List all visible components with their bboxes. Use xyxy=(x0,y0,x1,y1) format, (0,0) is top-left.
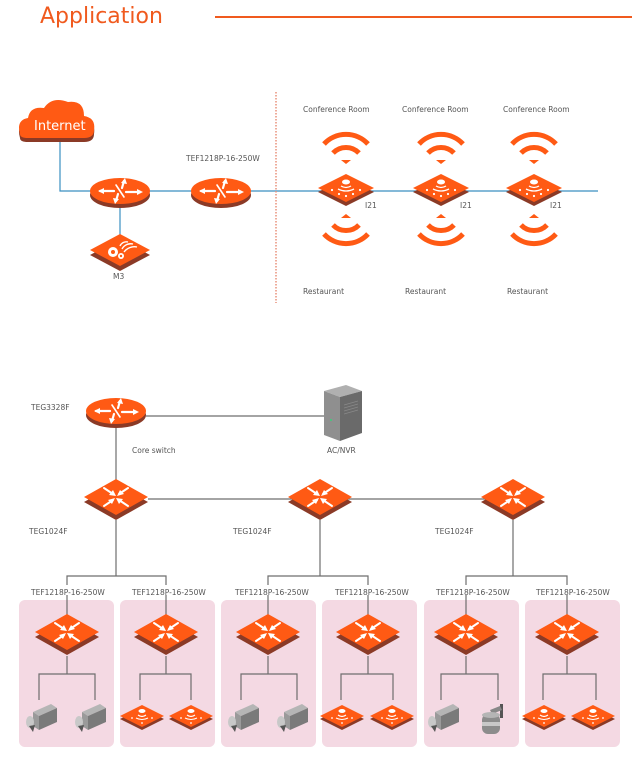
access-switch-2-icon xyxy=(133,613,199,656)
agg-switch-2-icon xyxy=(287,478,353,521)
access-switch-5-label: TEF1218P-16-250W xyxy=(436,588,510,597)
internet-label: Internet xyxy=(34,119,86,134)
internet-cloud-icon xyxy=(19,100,95,142)
camera-icon xyxy=(228,704,259,732)
access-point-icon xyxy=(119,704,165,731)
ap-1-wifi-up-icon xyxy=(324,134,368,164)
access-switch-6-icon xyxy=(534,613,600,656)
access-switch-6-label: TEF1218P-16-250W xyxy=(536,588,610,597)
access-switch-5-icon xyxy=(433,613,499,656)
camera-icon xyxy=(277,704,308,732)
core-switch-label: Core switch xyxy=(132,446,176,455)
gateway-router-icon xyxy=(88,176,152,210)
agg-switch-1-icon xyxy=(83,478,149,521)
access-point-icon xyxy=(369,704,415,731)
ap-2-model-label: I21 xyxy=(460,201,472,210)
agg-switch-3-label: TEG1024F xyxy=(435,527,474,536)
title-divider xyxy=(215,16,632,18)
agg-switch-1-label: TEG1024F xyxy=(29,527,68,536)
camera-icon xyxy=(26,704,57,732)
access-switch-1-label: TEF1218P-16-250W xyxy=(31,588,105,597)
access-point-icon xyxy=(521,704,567,731)
ap-3-model-label: I21 xyxy=(550,201,562,210)
ap-3-top-label: Conference Room xyxy=(503,105,570,114)
ap-1-wifi-down-icon xyxy=(324,214,368,244)
diagram2-links xyxy=(38,415,597,700)
core-switch-router-icon xyxy=(84,396,148,430)
access-switch-2-label: TEF1218P-16-250W xyxy=(132,588,206,597)
server-ac-nvr-icon xyxy=(324,385,362,441)
controller-label: M3 xyxy=(113,272,125,281)
access-point-icon xyxy=(570,704,616,731)
ap-1-model-label: I21 xyxy=(365,201,377,210)
ap-3-wifi-down-icon xyxy=(512,214,556,244)
ap-2-top-label: Conference Room xyxy=(402,105,469,114)
dome-camera-icon xyxy=(482,704,503,734)
ap-3-wifi-up-icon xyxy=(512,134,556,164)
ap-1-bottom-label: Restaurant xyxy=(303,287,345,296)
poe-switch-router-icon xyxy=(189,176,253,210)
agg-switch-3-icon xyxy=(480,478,546,521)
poe-switch-label: TEF1218P-16-250W xyxy=(186,154,260,163)
access-point-icon xyxy=(168,704,214,731)
access-switch-3-icon xyxy=(235,613,301,656)
agg-switch-2-label: TEG1024F xyxy=(233,527,272,536)
ap-2-bottom-label: Restaurant xyxy=(405,287,447,296)
camera-icon xyxy=(428,704,459,732)
access-switch-4-label: TEF1218P-16-250W xyxy=(335,588,409,597)
core-switch-model-label: TEG3328F xyxy=(31,403,70,412)
access-switch-1-icon xyxy=(34,613,100,656)
ap-1-top-label: Conference Room xyxy=(303,105,370,114)
controller-m3-icon xyxy=(89,233,151,272)
ap-3-bottom-label: Restaurant xyxy=(507,287,549,296)
ap-2-wifi-down-icon xyxy=(419,214,463,244)
ap-2-wifi-up-icon xyxy=(419,134,463,164)
access-switch-4-icon xyxy=(335,613,401,656)
page-title: Application xyxy=(40,4,163,29)
camera-icon xyxy=(75,704,106,732)
server-label: AC/NVR xyxy=(327,446,356,455)
access-switch-3-label: TEF1218P-16-250W xyxy=(235,588,309,597)
access-point-icon xyxy=(319,704,365,731)
